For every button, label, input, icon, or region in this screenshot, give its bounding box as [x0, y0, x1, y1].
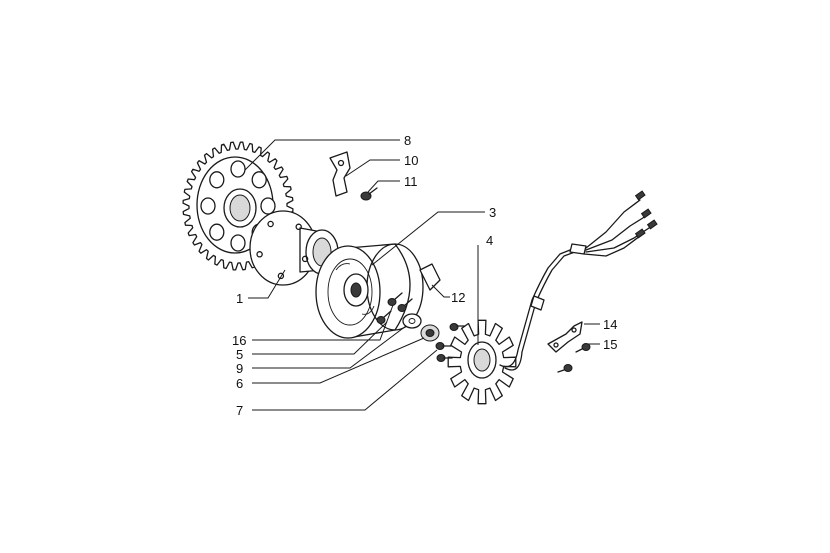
gear-hole	[230, 234, 246, 252]
hub-bolt-hole	[256, 251, 263, 258]
callout-5: 5	[236, 347, 243, 362]
leader-lines	[244, 139, 600, 411]
hub-bolt-hole	[267, 220, 274, 228]
stator-coil	[447, 319, 517, 405]
leader-7	[252, 349, 438, 411]
clamp-plate	[547, 321, 583, 353]
callout-9: 9	[236, 361, 243, 376]
stator-screws	[435, 323, 466, 362]
callout-10: 10	[404, 153, 418, 168]
screw-15	[557, 343, 591, 373]
flywheel-rotor	[315, 243, 424, 339]
callout-6: 6	[236, 376, 243, 391]
leader-16	[252, 304, 394, 341]
hub-bolt-hole	[295, 223, 302, 231]
callout-3: 3	[489, 205, 496, 220]
callout-12: 12	[451, 290, 465, 305]
screw-11	[360, 187, 378, 201]
gear-hole	[230, 160, 246, 178]
wiring-harness	[499, 190, 658, 371]
hub-bolt-hole	[301, 255, 309, 263]
washer	[402, 313, 422, 329]
woodruff-key	[419, 263, 441, 291]
leader-11	[367, 180, 400, 193]
callout-labels: 8 10 11 3 4 12 1 16 5 9 6 7 14 15	[232, 133, 617, 418]
screw-16	[376, 292, 413, 324]
callout-15: 15	[603, 337, 617, 352]
callout-11: 11	[404, 174, 418, 189]
mounting-bracket	[329, 151, 351, 197]
gear-hole	[251, 171, 267, 189]
hub-bolt-hole	[277, 272, 285, 280]
callout-8: 8	[404, 133, 411, 148]
callout-7: 7	[236, 403, 243, 418]
leader-8	[244, 139, 400, 171]
leader-6	[252, 337, 425, 384]
leader-10	[345, 159, 400, 177]
callout-4: 4	[486, 233, 493, 248]
gear-hole	[209, 171, 225, 189]
leader-1	[248, 269, 286, 299]
sprocket-gear	[182, 141, 294, 271]
leader-5	[252, 321, 388, 355]
nut	[420, 324, 440, 342]
gear-hole	[200, 197, 216, 215]
leader-12	[431, 284, 450, 298]
callout-16: 16	[232, 333, 246, 348]
gear-hole	[209, 223, 225, 241]
callout-1: 1	[236, 291, 243, 306]
leader-9	[252, 325, 407, 369]
leader-3	[371, 211, 485, 266]
callout-14: 14	[603, 317, 617, 332]
gear-hole	[260, 197, 276, 215]
